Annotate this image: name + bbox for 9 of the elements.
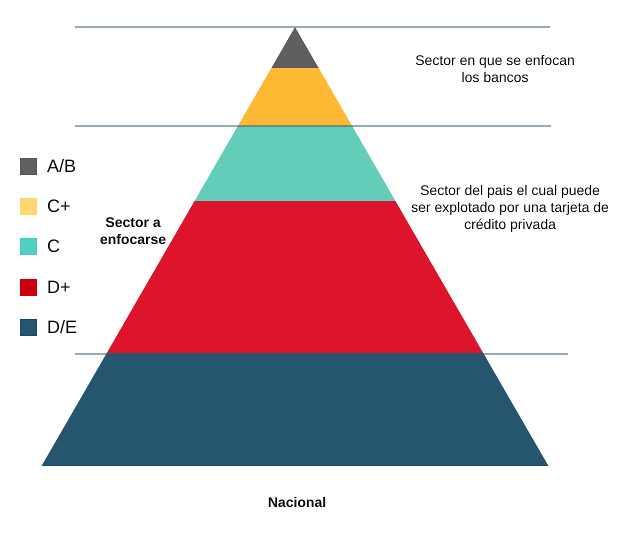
legend-label: A/B [47, 156, 76, 177]
legend-label: D+ [47, 277, 71, 298]
annotation-text: Sector del pais el cual puede ser explotado por una tarjeta de crédito privada [410, 182, 610, 232]
legend-label: D/E [47, 317, 78, 338]
annotation-text: Nacional [266, 494, 328, 511]
annotation-text: Sector en que se enfocan los bancos [414, 52, 576, 86]
annotation-text: Sector a enfocarse [98, 214, 168, 248]
legend-label: C+ [47, 196, 71, 217]
legend-label: C [47, 236, 60, 257]
